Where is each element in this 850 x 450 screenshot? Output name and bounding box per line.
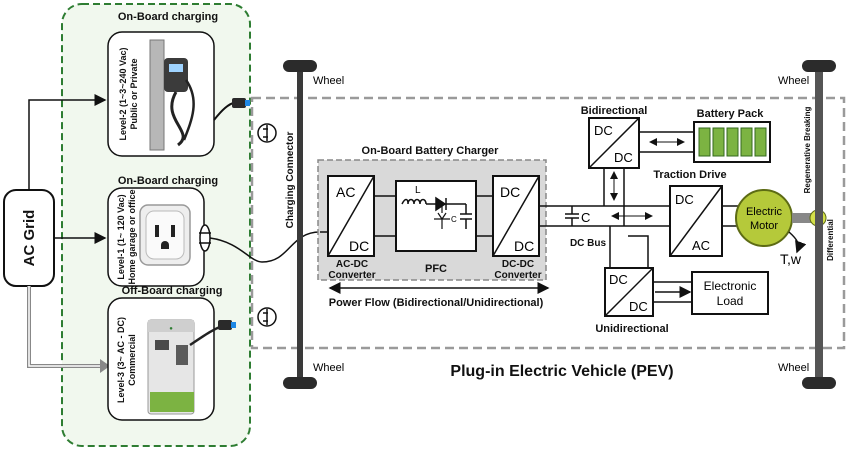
inductor-symbol [401, 198, 427, 205]
level1-plug-icon [199, 224, 211, 252]
switch-symbol [434, 204, 450, 229]
motor-label-1: Electric [746, 206, 783, 218]
wheel-label-bl: Wheel [313, 362, 344, 374]
acdc-dc-label: DC [349, 238, 369, 254]
svg-text:●: ● [169, 326, 173, 332]
obc-title: On-Board Battery Charger [362, 145, 500, 157]
diode-symbol [426, 196, 466, 212]
unidir-dc-bottom: DC [629, 299, 648, 314]
ac-grid-label: AC Grid [21, 210, 38, 267]
bidirectional-label: Bidirectional [581, 105, 648, 117]
pfc-cap-symbol [460, 204, 472, 229]
level3-plug-icon [218, 320, 236, 330]
unidir-dc-top: DC [609, 272, 628, 287]
dcdc-converter-caption-1: DC-DC [502, 259, 534, 270]
load-label-2: Load [717, 294, 744, 308]
level2-text-1: Level-2 (1~3~240 Vac) [118, 47, 128, 140]
motor-label-2: Motor [750, 220, 778, 232]
electric-motor [735, 189, 793, 247]
traction-ac-label: AC [692, 238, 710, 253]
offboard-charging-title: Off-Board charging [122, 285, 223, 297]
pfc-label: PFC [425, 263, 447, 275]
level3-charger-image: ● [147, 319, 223, 415]
bidir-dc-top: DC [594, 123, 613, 138]
pfc-block [395, 180, 477, 252]
pev-boundary [250, 96, 846, 350]
acdc-ac-label: AC [336, 184, 355, 200]
dcdc-converter-caption-2: Converter [494, 270, 541, 281]
dcdc-dc-top: DC [500, 184, 520, 200]
load-label-1: Electronic [704, 279, 757, 293]
traction-drive-label: Traction Drive [653, 169, 726, 181]
wheel-bottom-right [802, 377, 836, 389]
level3-text-1: Level-3 (3~ AC - DC) [116, 317, 126, 403]
acdc-converter-caption-1: AC-DC [336, 259, 368, 270]
wheel-top-left [283, 60, 317, 72]
bidir-dc-bottom: DC [614, 150, 633, 165]
dc-bus-capacitor [565, 206, 579, 226]
power-flow-label: Power Flow (Bidirectional/Unidirectional… [329, 297, 544, 309]
torque-arrow [788, 231, 807, 254]
wheel-bottom-left [283, 377, 317, 389]
grid-to-level2-arrow [28, 94, 107, 190]
dcdc-dc-bottom: DC [514, 238, 534, 254]
wall-outlet-icon [139, 204, 191, 266]
level3-text-2: Commercial [127, 334, 137, 386]
torque-label: T,w [780, 251, 802, 267]
level2-text-2: Public or Private [129, 58, 139, 129]
wheel-label-br: Wheel [778, 362, 809, 374]
dc-bus-cap-label: C [581, 210, 590, 225]
charger-wiring [320, 195, 680, 237]
level2-plug-icon [213, 98, 250, 121]
onboard-charging-title-2: On-Board charging [118, 175, 218, 187]
wheel-label-tr: Wheel [778, 75, 809, 87]
connector-symbol-bottom [257, 307, 277, 327]
right-axle [815, 66, 823, 384]
level2-charger-image [149, 39, 195, 151]
motor-shaft [792, 213, 814, 223]
acdc-converter-caption-2: Converter [328, 270, 375, 281]
pfc-cap-label: C [451, 215, 457, 224]
inductor-label: L [415, 185, 421, 196]
connector-symbol-top [257, 123, 277, 143]
dc-bus-label: DC Bus [570, 238, 607, 249]
level1-text-2: Home garage or office [127, 189, 137, 284]
left-axle [297, 66, 303, 384]
level1-text-1: Level-1 (1~ 120 Vac) [116, 194, 126, 279]
electronic-load [691, 271, 769, 315]
differential-label: Differential [826, 219, 835, 261]
battery-cells [698, 127, 767, 157]
charging-connector-label: Charging Connector [285, 132, 296, 229]
battery-pack-label: Battery Pack [697, 108, 765, 120]
unidirectional-label: Unidirectional [595, 323, 668, 335]
pev-title: Plug-in Electric Vehicle (PEV) [450, 363, 673, 380]
traction-dc-label: DC [675, 192, 694, 207]
regen-label: Regenerative Breaking [803, 107, 812, 194]
onboard-charging-title-1: On-Board charging [118, 11, 218, 23]
wheel-label-tl: Wheel [313, 75, 344, 87]
wheel-top-right [802, 60, 836, 72]
